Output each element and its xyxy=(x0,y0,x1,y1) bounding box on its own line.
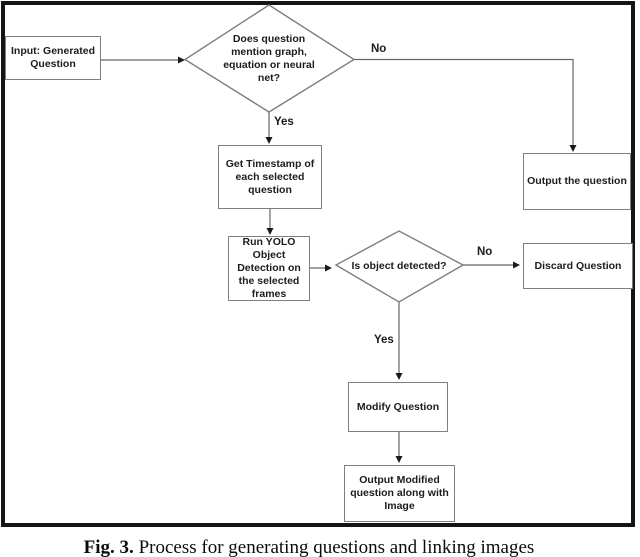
figure-caption-label: Fig. 3. xyxy=(83,537,134,557)
flow-node-output-modified: Output Modified question along with Imag… xyxy=(344,465,455,522)
decision-mention-text: Does question mention graph, equation or… xyxy=(223,33,315,84)
figure-caption-text: Process for generating questions and lin… xyxy=(138,537,535,557)
edge-label-yes-1: Yes xyxy=(274,116,294,128)
edge-label-no-2: No xyxy=(477,246,493,258)
flow-node-discard-question: Discard Question xyxy=(523,243,633,289)
flow-node-output-question: Output the question xyxy=(523,153,631,210)
flow-node-run-yolo: Run YOLO Object Detection on the selecte… xyxy=(228,236,310,301)
flow-node-modify-question: Modify Question xyxy=(348,382,448,432)
connector-no-to-output-question xyxy=(354,58,577,152)
figure-caption: Fig. 3. Process for generating questions… xyxy=(0,537,618,557)
figure-frame xyxy=(1,1,635,527)
edge-label-yes-2: Yes xyxy=(374,334,394,346)
flow-node-get-timestamp: Get Timestamp of each selected question xyxy=(218,145,322,209)
flow-node-input: Input: Generated Question xyxy=(5,36,101,80)
decision-detected-text: Is object detected? xyxy=(351,259,447,272)
edge-label-no-1: No xyxy=(371,43,387,55)
